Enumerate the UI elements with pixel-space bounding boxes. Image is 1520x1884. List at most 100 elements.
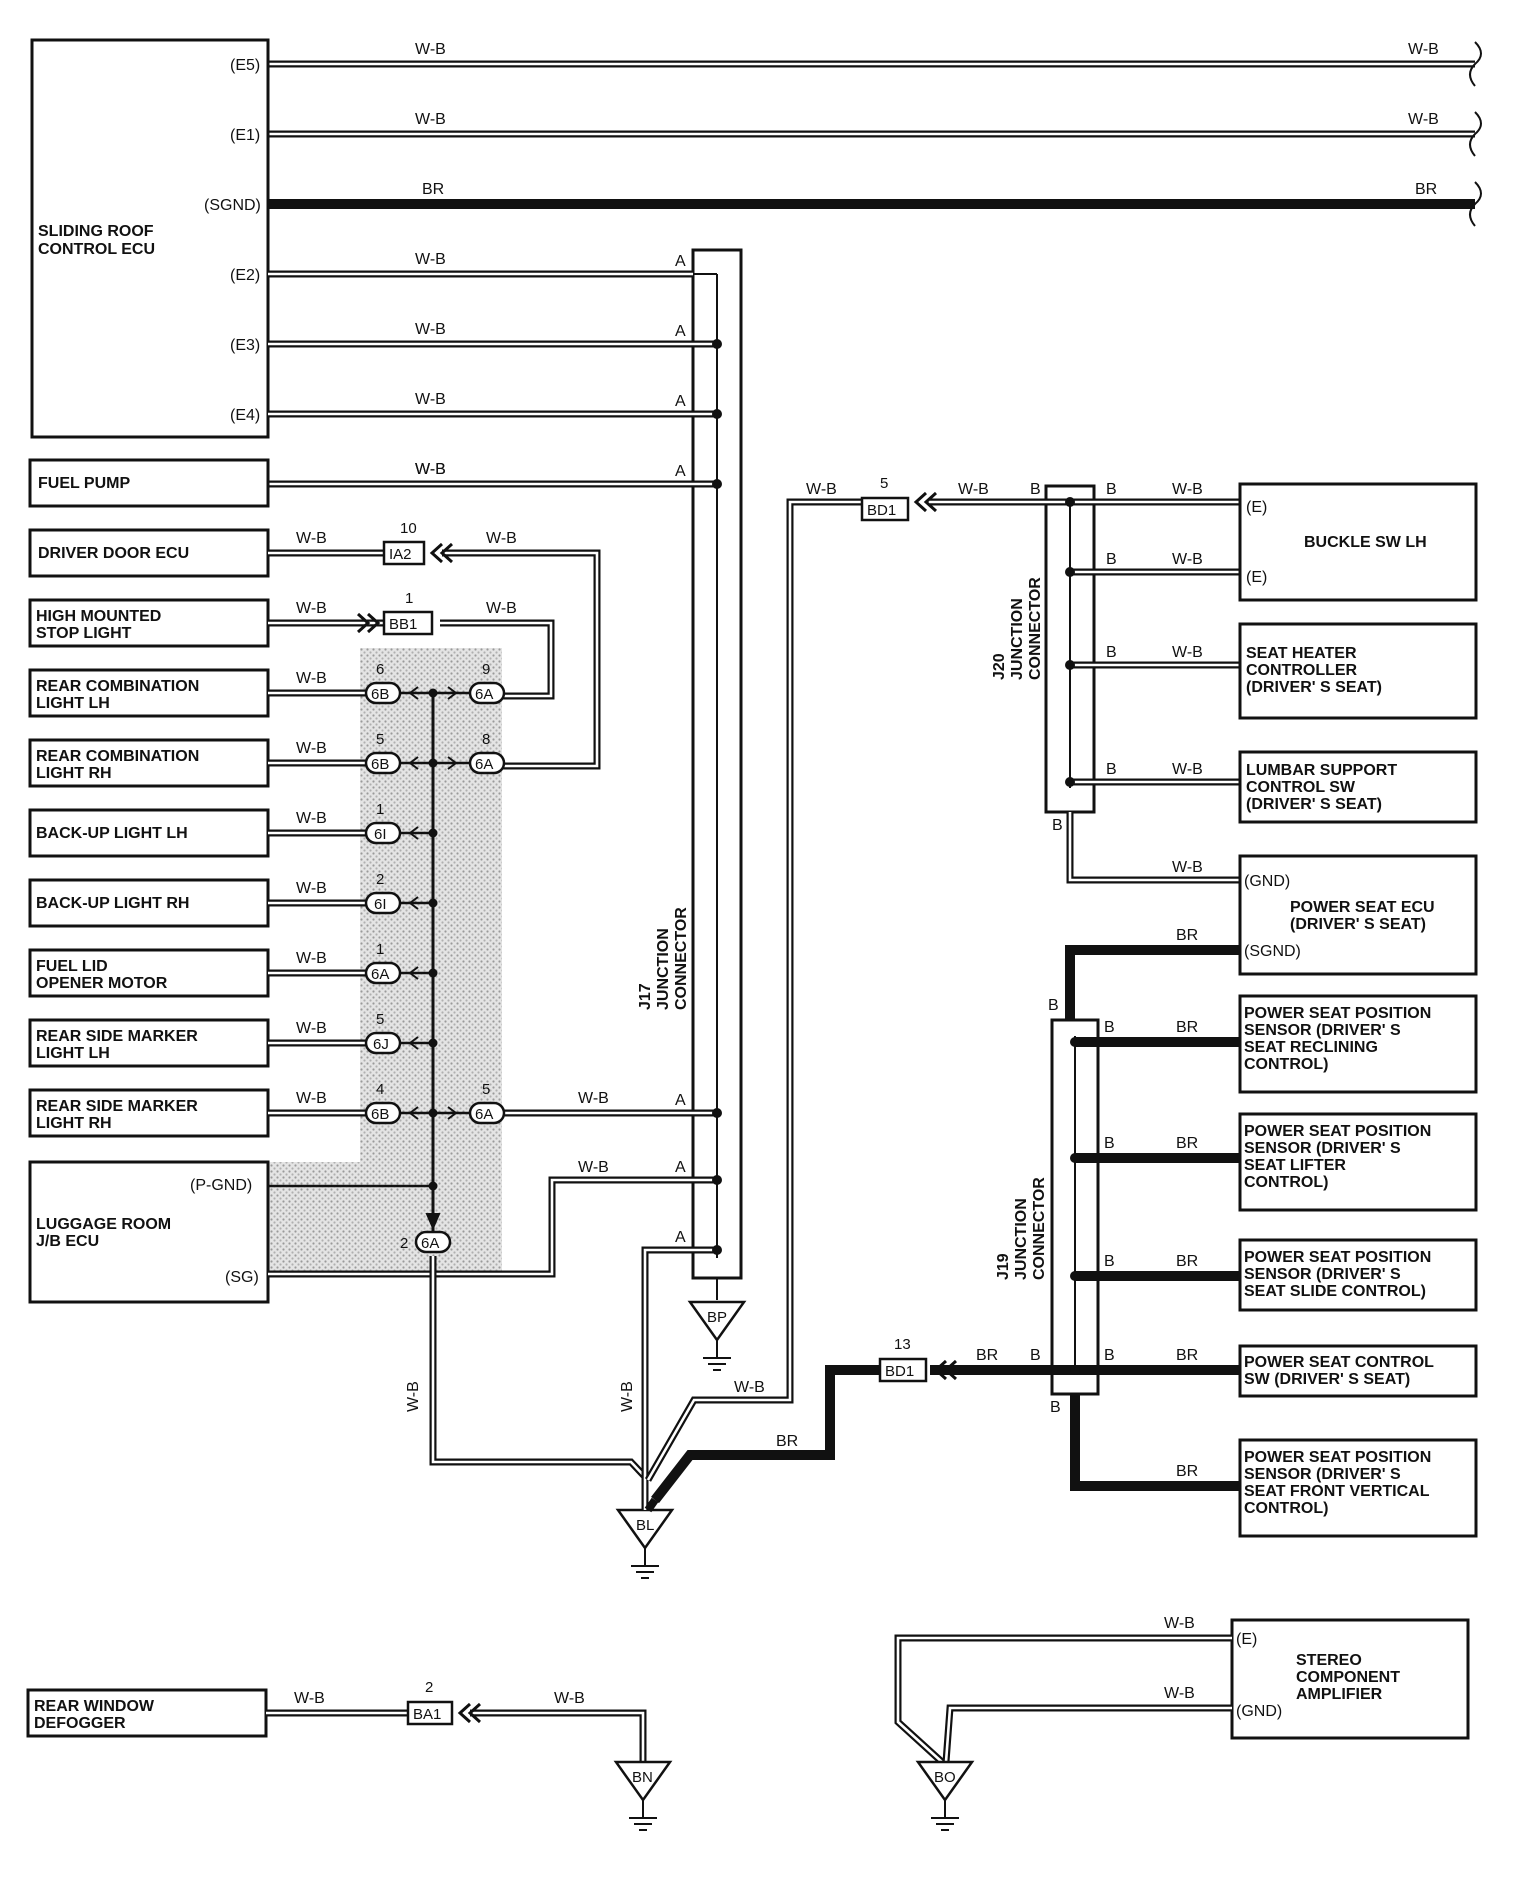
splice-6b — [364, 681, 402, 705]
pin-label: A — [675, 1229, 686, 1246]
svg-text:8: 8 — [482, 731, 490, 748]
top-wires — [268, 41, 1482, 227]
svg-text:5: 5 — [376, 1011, 384, 1028]
ps-front-vertical-label: POWER SEAT POSITION — [1244, 1449, 1431, 1466]
rear-side-rh-box — [28, 1088, 270, 1138]
ps-control-sw-label: SW (DRIVER' S SEAT) — [1244, 1371, 1410, 1388]
wire-label: W-B — [405, 1381, 422, 1412]
terminal-pgnd: (P-GND) — [190, 1177, 252, 1194]
connector-bd1-bottom-label: BD1 — [885, 1363, 914, 1380]
fuel-lid-box — [28, 948, 270, 998]
connector-bd1-bottom — [878, 1357, 928, 1383]
wire-label: W-B — [806, 481, 837, 498]
wire-label: W-B — [296, 1090, 327, 1107]
wire-label: W-B — [486, 600, 517, 617]
rear-comb-rh-label: LIGHT RH — [36, 765, 112, 782]
svg-text:6I: 6I — [374, 826, 387, 843]
wire-label: W-B — [296, 530, 327, 547]
terminal-sg: (SG) — [225, 1269, 259, 1286]
buckle-sw-box — [1238, 482, 1478, 602]
luggage-ecu-box — [28, 1160, 270, 1304]
terminal-sgnd: (SGND) — [204, 197, 261, 214]
ground-bl: BL — [615, 1508, 675, 1579]
wire-label: BR — [776, 1433, 798, 1450]
connector-ba1-pin: 2 — [425, 1679, 433, 1696]
power-seat-ecu-label: POWER SEAT ECU — [1290, 899, 1435, 916]
seat-heater-box — [1238, 622, 1478, 720]
ps-slide-box — [1238, 1238, 1478, 1312]
ps-slide-label: SEAT SLIDE CONTROL) — [1244, 1283, 1426, 1300]
svg-text:2: 2 — [400, 1235, 408, 1252]
ground-bn: BN — [613, 1760, 673, 1831]
svg-text:4: 4 — [376, 1081, 384, 1098]
wire-label: W-B — [1408, 111, 1439, 128]
svg-text:6A: 6A — [475, 686, 493, 703]
wire-label: W-B — [296, 810, 327, 827]
rear-comb-lh-label: REAR COMBINATION — [36, 678, 199, 695]
svg-text:BL: BL — [636, 1517, 654, 1534]
stereo-label: STEREO — [1296, 1652, 1362, 1669]
connector-ba1-label: BA1 — [413, 1706, 441, 1723]
driver-door-ecu-box — [28, 528, 270, 578]
pin-label: B — [1030, 1347, 1041, 1364]
luggage-ecu-label: J/B ECU — [36, 1233, 99, 1250]
wire-label: W-B — [294, 1690, 325, 1707]
svg-text:6: 6 — [376, 661, 384, 678]
ps-slide-label: SENSOR (DRIVER' S — [1244, 1266, 1401, 1283]
terminal-e2: (E2) — [230, 267, 260, 284]
svg-text:9: 9 — [482, 661, 490, 678]
svg-text:6J: 6J — [373, 1036, 389, 1053]
wire-label: W-B — [1172, 761, 1203, 778]
wire-label: BR — [1176, 1019, 1198, 1036]
wire-label: W-B — [1408, 41, 1439, 58]
splice-6i — [364, 891, 402, 915]
lumbar-label: LUMBAR SUPPORT — [1246, 762, 1397, 779]
connector-ia2-label: IA2 — [389, 546, 412, 563]
ps-front-vertical-box — [1238, 1438, 1478, 1538]
rear-comb-rh-label: REAR COMBINATION — [36, 748, 199, 765]
pin-label: B — [1050, 1399, 1061, 1416]
seat-heater-label: CONTROLLER — [1246, 662, 1358, 679]
ps-control-sw-label: POWER SEAT CONTROL — [1244, 1354, 1434, 1371]
splice-6j — [364, 1031, 402, 1055]
backup-lh-label: BACK-UP LIGHT LH — [36, 825, 188, 842]
pin-label: A — [675, 1092, 686, 1109]
j19-wiring — [930, 945, 1240, 1491]
ps-lifter-label: SEAT LIFTER — [1244, 1157, 1346, 1174]
fuel-lid-label: FUEL LID — [36, 958, 108, 975]
wire-label: W-B — [415, 321, 446, 338]
svg-text:6A: 6A — [475, 1106, 493, 1123]
ps-lifter-label: POWER SEAT POSITION — [1244, 1123, 1431, 1140]
pin-label: A — [675, 463, 686, 480]
svg-text:6B: 6B — [371, 756, 389, 773]
connector-ia2-pin: 10 — [400, 520, 417, 537]
wire-label: W-B — [296, 880, 327, 897]
wire-label: W-B — [578, 1159, 609, 1176]
driver-door-ecu-label: DRIVER DOOR ECU — [38, 545, 189, 562]
connector-ia2 — [382, 540, 426, 566]
terminal-e: (E) — [1236, 1631, 1257, 1648]
wire-label: BR — [1176, 1253, 1198, 1270]
splice-6a — [364, 961, 402, 985]
ps-front-vertical-label: SEAT FRONT VERTICAL — [1244, 1483, 1430, 1500]
connector-ba1 — [406, 1700, 454, 1726]
stereo-wiring — [894, 1634, 1232, 1765]
pin-label: B — [1048, 997, 1059, 1014]
wire-label: W-B — [734, 1379, 765, 1396]
rear-side-rh-label: LIGHT RH — [36, 1115, 112, 1132]
wire-label: W-B — [296, 1020, 327, 1037]
pin-label: A — [675, 323, 686, 340]
wire-label: BR — [1176, 1135, 1198, 1152]
wire-label: W-B — [296, 740, 327, 757]
splice-6b — [364, 1101, 402, 1125]
pin-label: B — [1030, 481, 1041, 498]
wire-label: BR — [1415, 181, 1437, 198]
sliding-roof-ecu-label: CONTROL ECU — [38, 241, 155, 258]
power-seat-ecu-label: (DRIVER' S SEAT) — [1290, 916, 1426, 933]
wire-label: W-B — [619, 1381, 636, 1412]
shaded-zone — [268, 648, 502, 1272]
wire-label: W-B — [415, 41, 446, 58]
high-mounted-stop-box — [28, 598, 270, 648]
stereo-box — [1230, 1618, 1470, 1740]
buckle-sw-label: BUCKLE SW LH — [1304, 534, 1427, 551]
